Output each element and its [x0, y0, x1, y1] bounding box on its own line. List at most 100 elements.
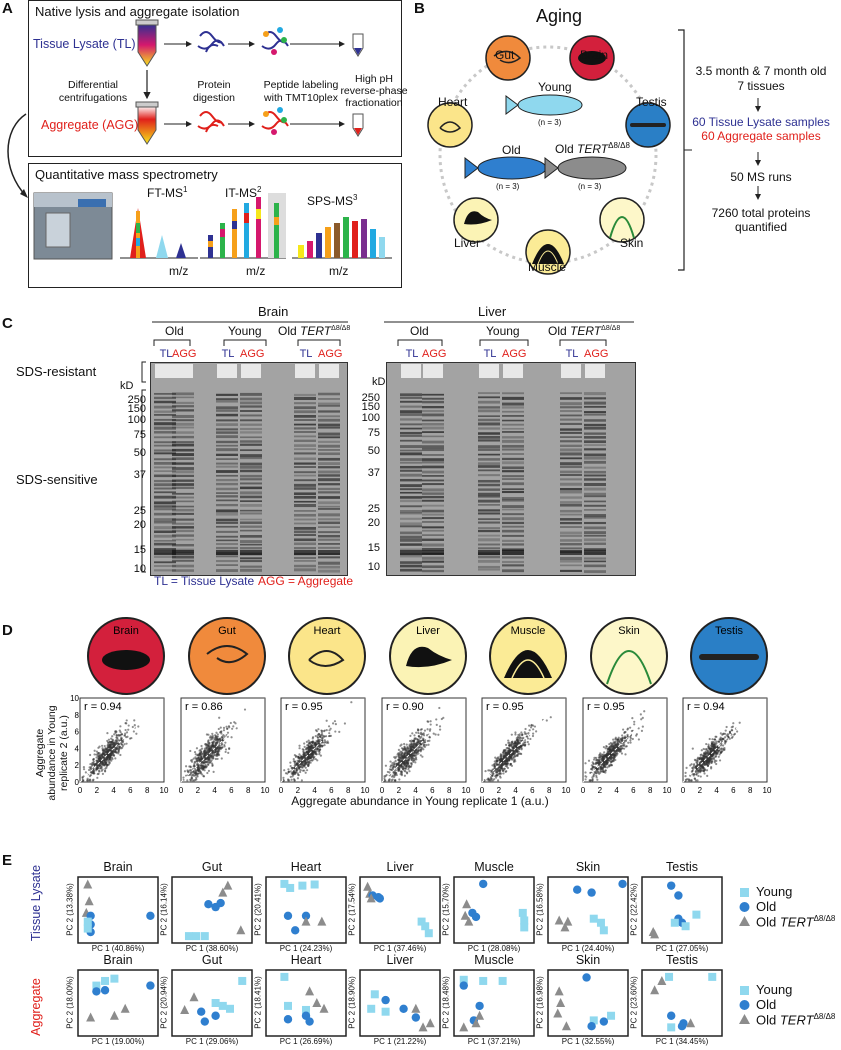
scatter-point: [616, 740, 619, 744]
scatter-point: [509, 749, 512, 752]
pca-point-old: [301, 911, 311, 920]
x-tick-label: 4: [714, 786, 719, 795]
scatter-point: [220, 742, 223, 745]
scatter-point: [230, 727, 233, 730]
scatter-point: [603, 747, 607, 750]
pca-title-brain: Brain: [103, 953, 133, 967]
legend-tert-marker: [739, 1014, 750, 1024]
scatter-point: [98, 759, 102, 762]
x-tick-label: 0: [580, 786, 585, 795]
brain-icon: [569, 35, 615, 81]
scatter-point: [714, 750, 717, 753]
scatter-point: [188, 765, 192, 768]
scatter-point: [215, 757, 219, 761]
scatter-point: [698, 761, 701, 764]
row-aggregate-label: Aggregate: [29, 978, 43, 1036]
young-n: (n = 3): [538, 118, 562, 127]
scatter-point: [613, 752, 616, 755]
scatter-point: [414, 758, 417, 761]
scatter-point: [628, 739, 631, 742]
scatter-point: [211, 744, 214, 747]
scatter-point: [608, 749, 611, 753]
heart-icon: Heart: [288, 617, 366, 695]
scatter-point: [642, 710, 645, 713]
scatter-point: [397, 753, 400, 756]
scatter-point: [188, 749, 191, 753]
scatter-point: [207, 741, 211, 744]
scatter-point: [289, 775, 292, 778]
agg-label: Aggregate (AGG): [41, 118, 139, 132]
scatter-point: [595, 770, 598, 773]
scatter-point: [118, 743, 121, 746]
tl-tube-icon: [135, 19, 159, 67]
scatter-point: [185, 769, 189, 772]
scatter-point: [513, 751, 516, 754]
scatter-point: [314, 752, 317, 755]
scatter-point: [235, 727, 238, 730]
scatter-point: [407, 758, 410, 761]
scatter-point: [284, 772, 288, 775]
scatter-point: [307, 764, 310, 767]
scatter-point: [594, 767, 597, 770]
scatter-point: [202, 753, 205, 756]
scatter-point: [715, 752, 719, 755]
scatter-point: [421, 748, 424, 751]
muscle-icon: [525, 229, 571, 275]
pca-point-young: [520, 923, 529, 932]
scatter-point: [639, 718, 642, 721]
pca-point-young: [101, 976, 110, 985]
scatter-point: [98, 755, 101, 758]
scatter-point: [614, 749, 618, 752]
scatter-point: [605, 745, 608, 748]
scatter-point: [503, 763, 507, 766]
scatter-point: [293, 779, 296, 782]
pca-point-young: [670, 918, 679, 927]
scatter-point: [224, 725, 228, 728]
scatter-point: [384, 773, 388, 777]
scatter-point: [514, 744, 517, 748]
pca-xlabel: PC 1 (34.45%): [655, 1037, 709, 1046]
scatter-point: [316, 747, 319, 751]
scatter-point: [115, 741, 118, 744]
pca-point-tert: [686, 1018, 696, 1028]
scatter-point: [611, 757, 615, 760]
scatter-point: [298, 744, 301, 747]
scatter-point: [520, 748, 523, 751]
pca-point-old: [573, 885, 582, 894]
scatter-point: [413, 761, 416, 764]
pca-point-young: [286, 883, 295, 892]
scatter-point: [412, 759, 415, 762]
scatter-point: [412, 739, 415, 743]
scatter-point: [696, 763, 699, 766]
scatter-point: [632, 720, 635, 723]
scatter-point: [283, 769, 286, 772]
scatter-point: [120, 747, 123, 750]
gel-headers: [141, 321, 634, 573]
summary-quantified: quantified: [734, 220, 788, 234]
scatter-point: [509, 755, 513, 758]
scatter-point: [205, 733, 208, 736]
y-tick-label: 8: [75, 711, 80, 720]
pca-ylabel: PC 2 (17.54%): [347, 883, 357, 936]
scatter-point: [602, 751, 605, 754]
legend-young-label: Young: [756, 884, 793, 899]
x-tick-label: 4: [212, 786, 217, 795]
liver-old-label: Old: [410, 324, 429, 338]
legend-tert-label: Old TERTΔ8/Δ8: [756, 1012, 836, 1028]
scatter-point: [133, 719, 136, 722]
scatter-point: [707, 747, 710, 750]
scatter-point: [612, 750, 616, 753]
scatter-point: [203, 763, 207, 766]
scatter-point: [210, 732, 213, 735]
scatter-point: [289, 764, 292, 768]
scatter-point: [392, 761, 395, 764]
scatter-point: [706, 757, 710, 760]
summary-ages: 3.5 month & 7 month old: [695, 64, 827, 78]
scatter-point: [413, 750, 416, 753]
scatter-point: [715, 762, 718, 766]
scatter-point: [687, 779, 690, 782]
scatter-point: [98, 757, 101, 760]
scatter-point: [400, 753, 403, 756]
pca-point-young: [218, 1001, 227, 1010]
scatter-point: [338, 730, 341, 733]
